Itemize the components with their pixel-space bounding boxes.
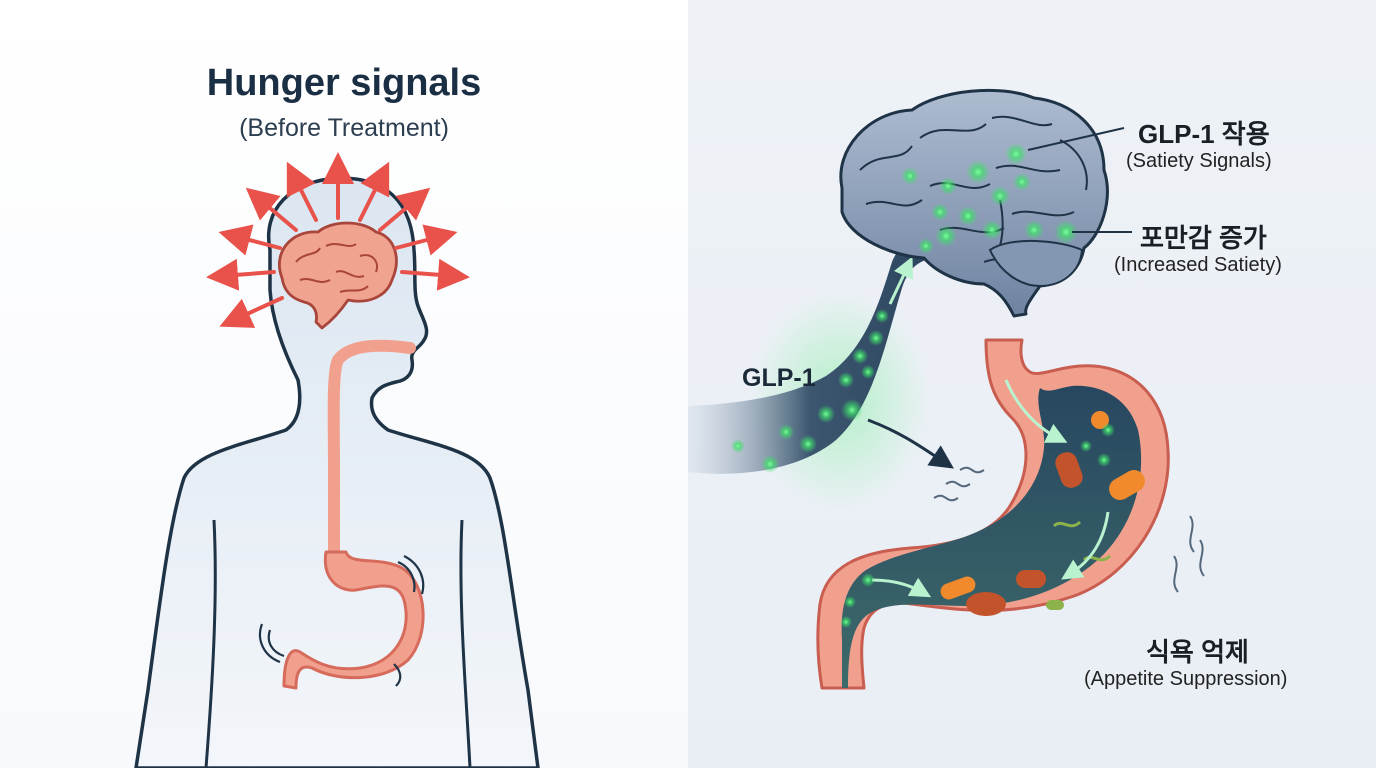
brain-glow-dots xyxy=(901,143,1078,254)
brain-action-sublabel: (Satiety Signals) xyxy=(1126,150,1272,173)
appetite-label: 식욕 억제 xyxy=(1146,632,1249,669)
label-leader-lines xyxy=(1027,127,1132,233)
satiety-sublabel: (Increased Satiety) xyxy=(1114,254,1282,277)
brain-action-label: GLP-1 작용 xyxy=(1138,114,1270,151)
hunger-signal-arrows xyxy=(206,152,470,328)
right-stomach xyxy=(816,338,1205,690)
appetite-main: 식욕 억제 xyxy=(1146,637,1249,667)
esophagus xyxy=(327,339,416,566)
brain-action-main: GLP-1 작용 xyxy=(1138,119,1270,149)
right-brain xyxy=(839,88,1109,318)
vessel-glow-dots xyxy=(731,309,889,473)
satiety-main: 포만감 증가 xyxy=(1140,223,1267,253)
left-brain xyxy=(278,221,398,330)
brain-action-sub: (Satiety Signals) xyxy=(1126,150,1272,172)
glp1-label: GLP-1 xyxy=(742,364,816,392)
page-subtitle: (Before Treatment) xyxy=(239,114,449,142)
left-stomach xyxy=(258,550,425,690)
page-title: Hunger signals xyxy=(206,62,482,104)
appetite-sub: (Appetite Suppression) xyxy=(1084,668,1288,690)
satiety-sub: (Increased Satiety) xyxy=(1114,254,1282,276)
glp1-bloodstream xyxy=(688,238,954,510)
satiety-label: 포만감 증가 xyxy=(1140,218,1267,255)
appetite-sublabel: (Appetite Suppression) xyxy=(1084,668,1287,691)
